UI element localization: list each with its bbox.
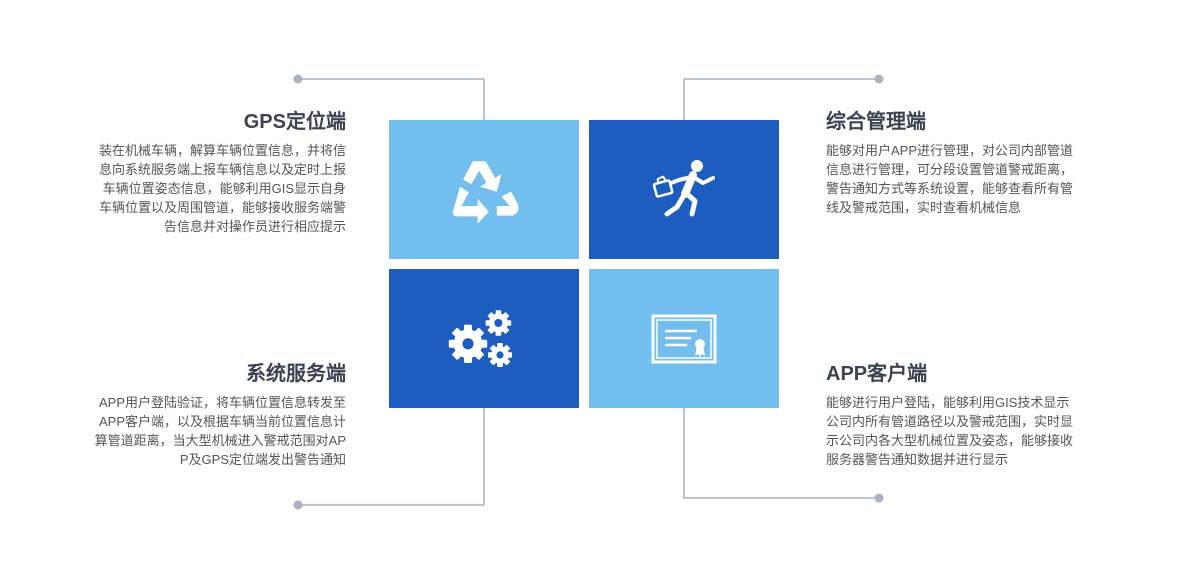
block-title: APP客户端 [826, 363, 928, 385]
tile-server [389, 269, 579, 408]
connector-dot-top-left [293, 74, 303, 84]
block-description: 能够进行用户登陆，能够利用GIS技术显示公司内所有管道路径以及警戒范围，实时显示… [826, 395, 1074, 467]
tile-gps [389, 120, 579, 259]
block-app: APP客户端 能够进行用户登陆，能够利用GIS技术显示公司内所有管道路径以及警戒… [826, 362, 1078, 469]
connector-bottom-right [683, 408, 879, 499]
block-title: 系统服务端 [246, 363, 346, 385]
connector-bottom-left [298, 408, 485, 506]
connector-top-right [683, 78, 879, 120]
block-title: GPS定位端 [243, 111, 346, 133]
block-gps: GPS定位端 装在机械车辆，解算车辆位置信息，并将信息向系统服务端上报车辆信息以… [94, 110, 346, 236]
block-description: 能够对用户APP进行管理，对公司内部管道信息进行管理，可分段设置管道警戒距离，警… [826, 143, 1074, 215]
connector-dot-bottom-right [874, 493, 884, 503]
running-man-briefcase-icon [652, 159, 715, 216]
block-title: 综合管理端 [826, 111, 926, 133]
connector-top-left [298, 78, 485, 120]
certificate-icon [651, 314, 717, 363]
gears-icon [448, 309, 512, 367]
tile-app [589, 269, 779, 408]
block-description: APP用户登陆验证，将车辆位置信息转发至APP客户端，以及根据车辆当前位置信息计… [94, 395, 346, 467]
block-management: 综合管理端 能够对用户APP进行管理，对公司内部管道信息进行管理，可分段设置管道… [826, 110, 1078, 217]
connector-dot-bottom-left [293, 500, 303, 510]
connector-dot-top-right [874, 74, 884, 84]
recycle-icon [452, 160, 519, 224]
block-server: 系统服务端 APP用户登陆验证，将车辆位置信息转发至APP客户端，以及根据车辆当… [94, 362, 346, 469]
tile-management [589, 120, 779, 259]
block-description: 装在机械车辆，解算车辆位置信息，并将信息向系统服务端上报车辆信息以及定时上报车辆… [98, 143, 346, 234]
